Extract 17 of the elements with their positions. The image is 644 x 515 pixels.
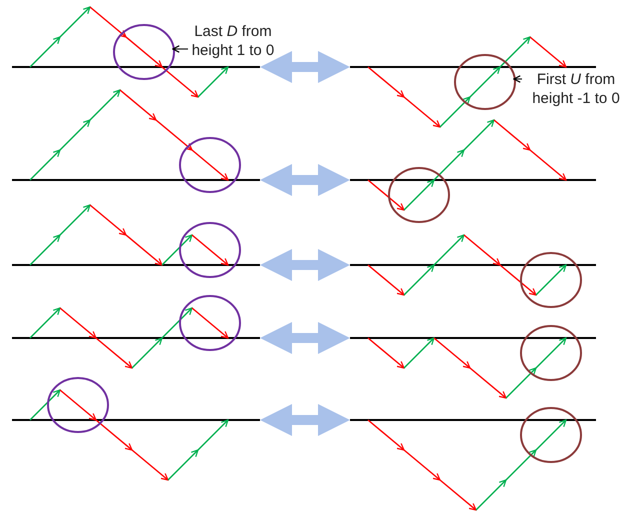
leader-line bbox=[513, 75, 522, 83]
leader-line bbox=[172, 45, 188, 53]
double-arrow bbox=[260, 51, 350, 83]
annotation-text: First U from height -1 to 0 bbox=[524, 70, 628, 108]
lattice-path-drawing bbox=[12, 204, 260, 278]
double-arrow bbox=[260, 249, 350, 281]
lattice-path-drawing bbox=[350, 407, 596, 511]
annotation-text: Last D from height 1 to 0 bbox=[190, 22, 276, 60]
lattice-path-drawing bbox=[12, 377, 260, 481]
lattice-path-drawing bbox=[350, 325, 596, 399]
lattice-path-drawing bbox=[350, 119, 596, 223]
lattice-path-drawing bbox=[12, 89, 260, 193]
double-arrow bbox=[260, 322, 350, 354]
lattice-path-drawing bbox=[12, 295, 260, 369]
double-arrow bbox=[260, 164, 350, 196]
lattice-path-drawing bbox=[350, 234, 596, 308]
double-arrow bbox=[260, 404, 350, 436]
